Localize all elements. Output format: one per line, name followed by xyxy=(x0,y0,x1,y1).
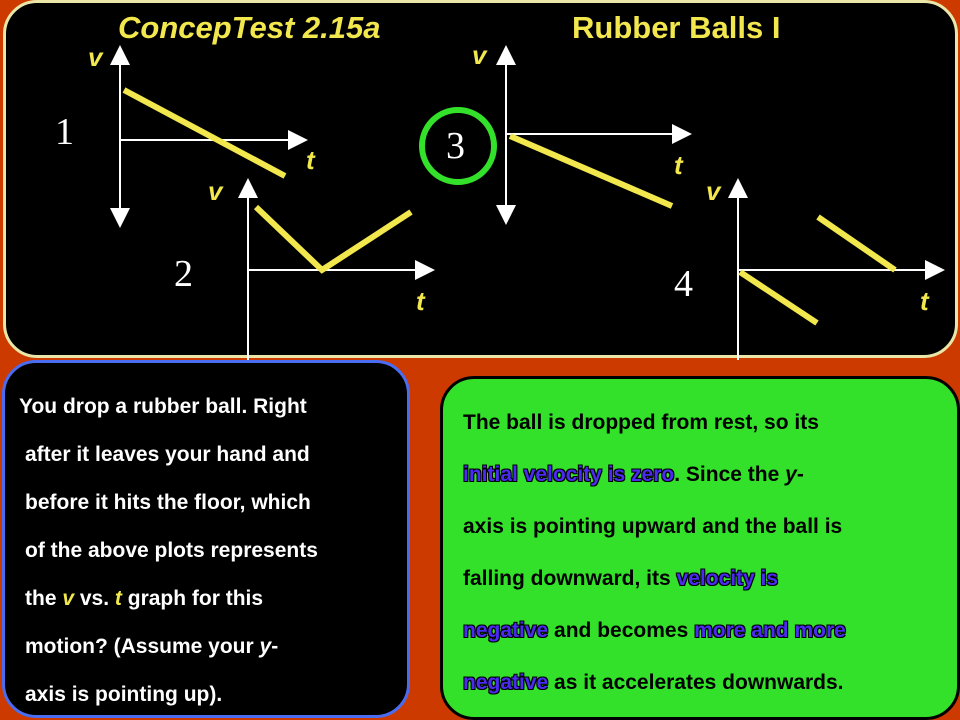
question-text: You drop a rubber ball. Right after it l… xyxy=(19,383,409,719)
question-text-span: - xyxy=(271,635,279,658)
answer-line-1: The ball is dropped from rest, so its xyxy=(463,411,819,434)
graph-3-t-label: t xyxy=(674,150,683,180)
question-panel: You drop a rubber ball. Right after it l… xyxy=(2,360,410,718)
graph-1-number: 1 xyxy=(55,111,74,153)
question-text-span: motion? (Assume your xyxy=(25,635,260,658)
slide-title: ConcepTest 2.15a xyxy=(118,10,381,45)
graph-3[interactable] xyxy=(419,45,692,225)
graph-4-plot-line-upper xyxy=(816,214,897,273)
question-line-6: motion? (Assume your y- xyxy=(19,623,409,671)
graph-1-t-label: t xyxy=(306,145,315,175)
answer-line-5: negative and becomes more and more xyxy=(463,605,960,657)
question-text-span: vs. xyxy=(74,587,115,610)
slide-subtitle: Rubber Balls I xyxy=(572,10,781,45)
question-line-4: of the above plots represents xyxy=(25,539,318,562)
highlight-velocity-is: velocity is xyxy=(676,567,779,590)
graph-2-plot-line xyxy=(253,204,413,274)
graph-3-number: 3 xyxy=(446,125,465,167)
y-symbol: y xyxy=(259,635,272,658)
answer-panel: The ball is dropped from rest, so its in… xyxy=(440,376,960,720)
graph-1[interactable] xyxy=(110,45,308,228)
highlight-negative: negative xyxy=(463,619,549,642)
graph-4-plot-line-lower xyxy=(738,269,819,326)
correct-answer-circle xyxy=(419,107,497,185)
question-line-5: the v vs. t graph for this xyxy=(19,575,409,623)
question-text-span: the xyxy=(25,587,63,610)
question-text-span: graph for this xyxy=(121,587,264,610)
answer-text-span: - xyxy=(796,463,804,486)
t-symbol: t xyxy=(114,587,122,610)
graph-2-t-label: t xyxy=(416,286,425,316)
question-line-3: before it hits the floor, which xyxy=(25,491,311,514)
graph-4-number: 4 xyxy=(674,263,693,305)
graph-1-plot-line xyxy=(122,87,287,179)
v-symbol: v xyxy=(62,587,75,610)
graph-2-v-label: v xyxy=(208,176,223,206)
question-line-2: after it leaves your hand and xyxy=(25,443,310,466)
y-symbol: y xyxy=(785,463,797,486)
graph-4[interactable] xyxy=(728,178,945,360)
graph-4-t-label: t xyxy=(920,286,929,316)
highlight-initial-velocity: initial velocity is zero xyxy=(463,463,675,486)
answer-text-span: falling downward, its xyxy=(463,567,677,590)
graph-2-number: 2 xyxy=(174,253,193,295)
graph-3-v-label: v xyxy=(472,40,487,70)
question-line-1: You drop a rubber ball. Right xyxy=(19,395,307,418)
answer-text-span: . Since the xyxy=(674,463,786,486)
answer-text-span: as it accelerates downwards. xyxy=(548,671,844,694)
question-line-7: axis is pointing up). xyxy=(25,683,223,706)
graph-3-plot-line xyxy=(508,133,674,209)
highlight-more-and-more: more and more xyxy=(694,619,846,642)
answer-line-2: initial velocity is zero. Since the y- xyxy=(463,449,960,501)
graph-4-v-label: v xyxy=(706,176,721,206)
highlight-negative-2: negative xyxy=(463,671,549,694)
graph-2[interactable] xyxy=(238,178,435,360)
answer-text-span: and becomes xyxy=(548,619,695,642)
answer-line-6: negative as it accelerates downwards. xyxy=(463,657,960,709)
graphs-svg xyxy=(110,45,945,360)
answer-line-4: falling downward, its velocity is xyxy=(463,553,960,605)
graph-1-v-label: v xyxy=(88,42,103,72)
answer-text: The ball is dropped from rest, so its in… xyxy=(463,397,960,709)
answer-line-3: axis is pointing upward and the ball is xyxy=(463,515,843,538)
graphs-panel xyxy=(3,0,958,358)
